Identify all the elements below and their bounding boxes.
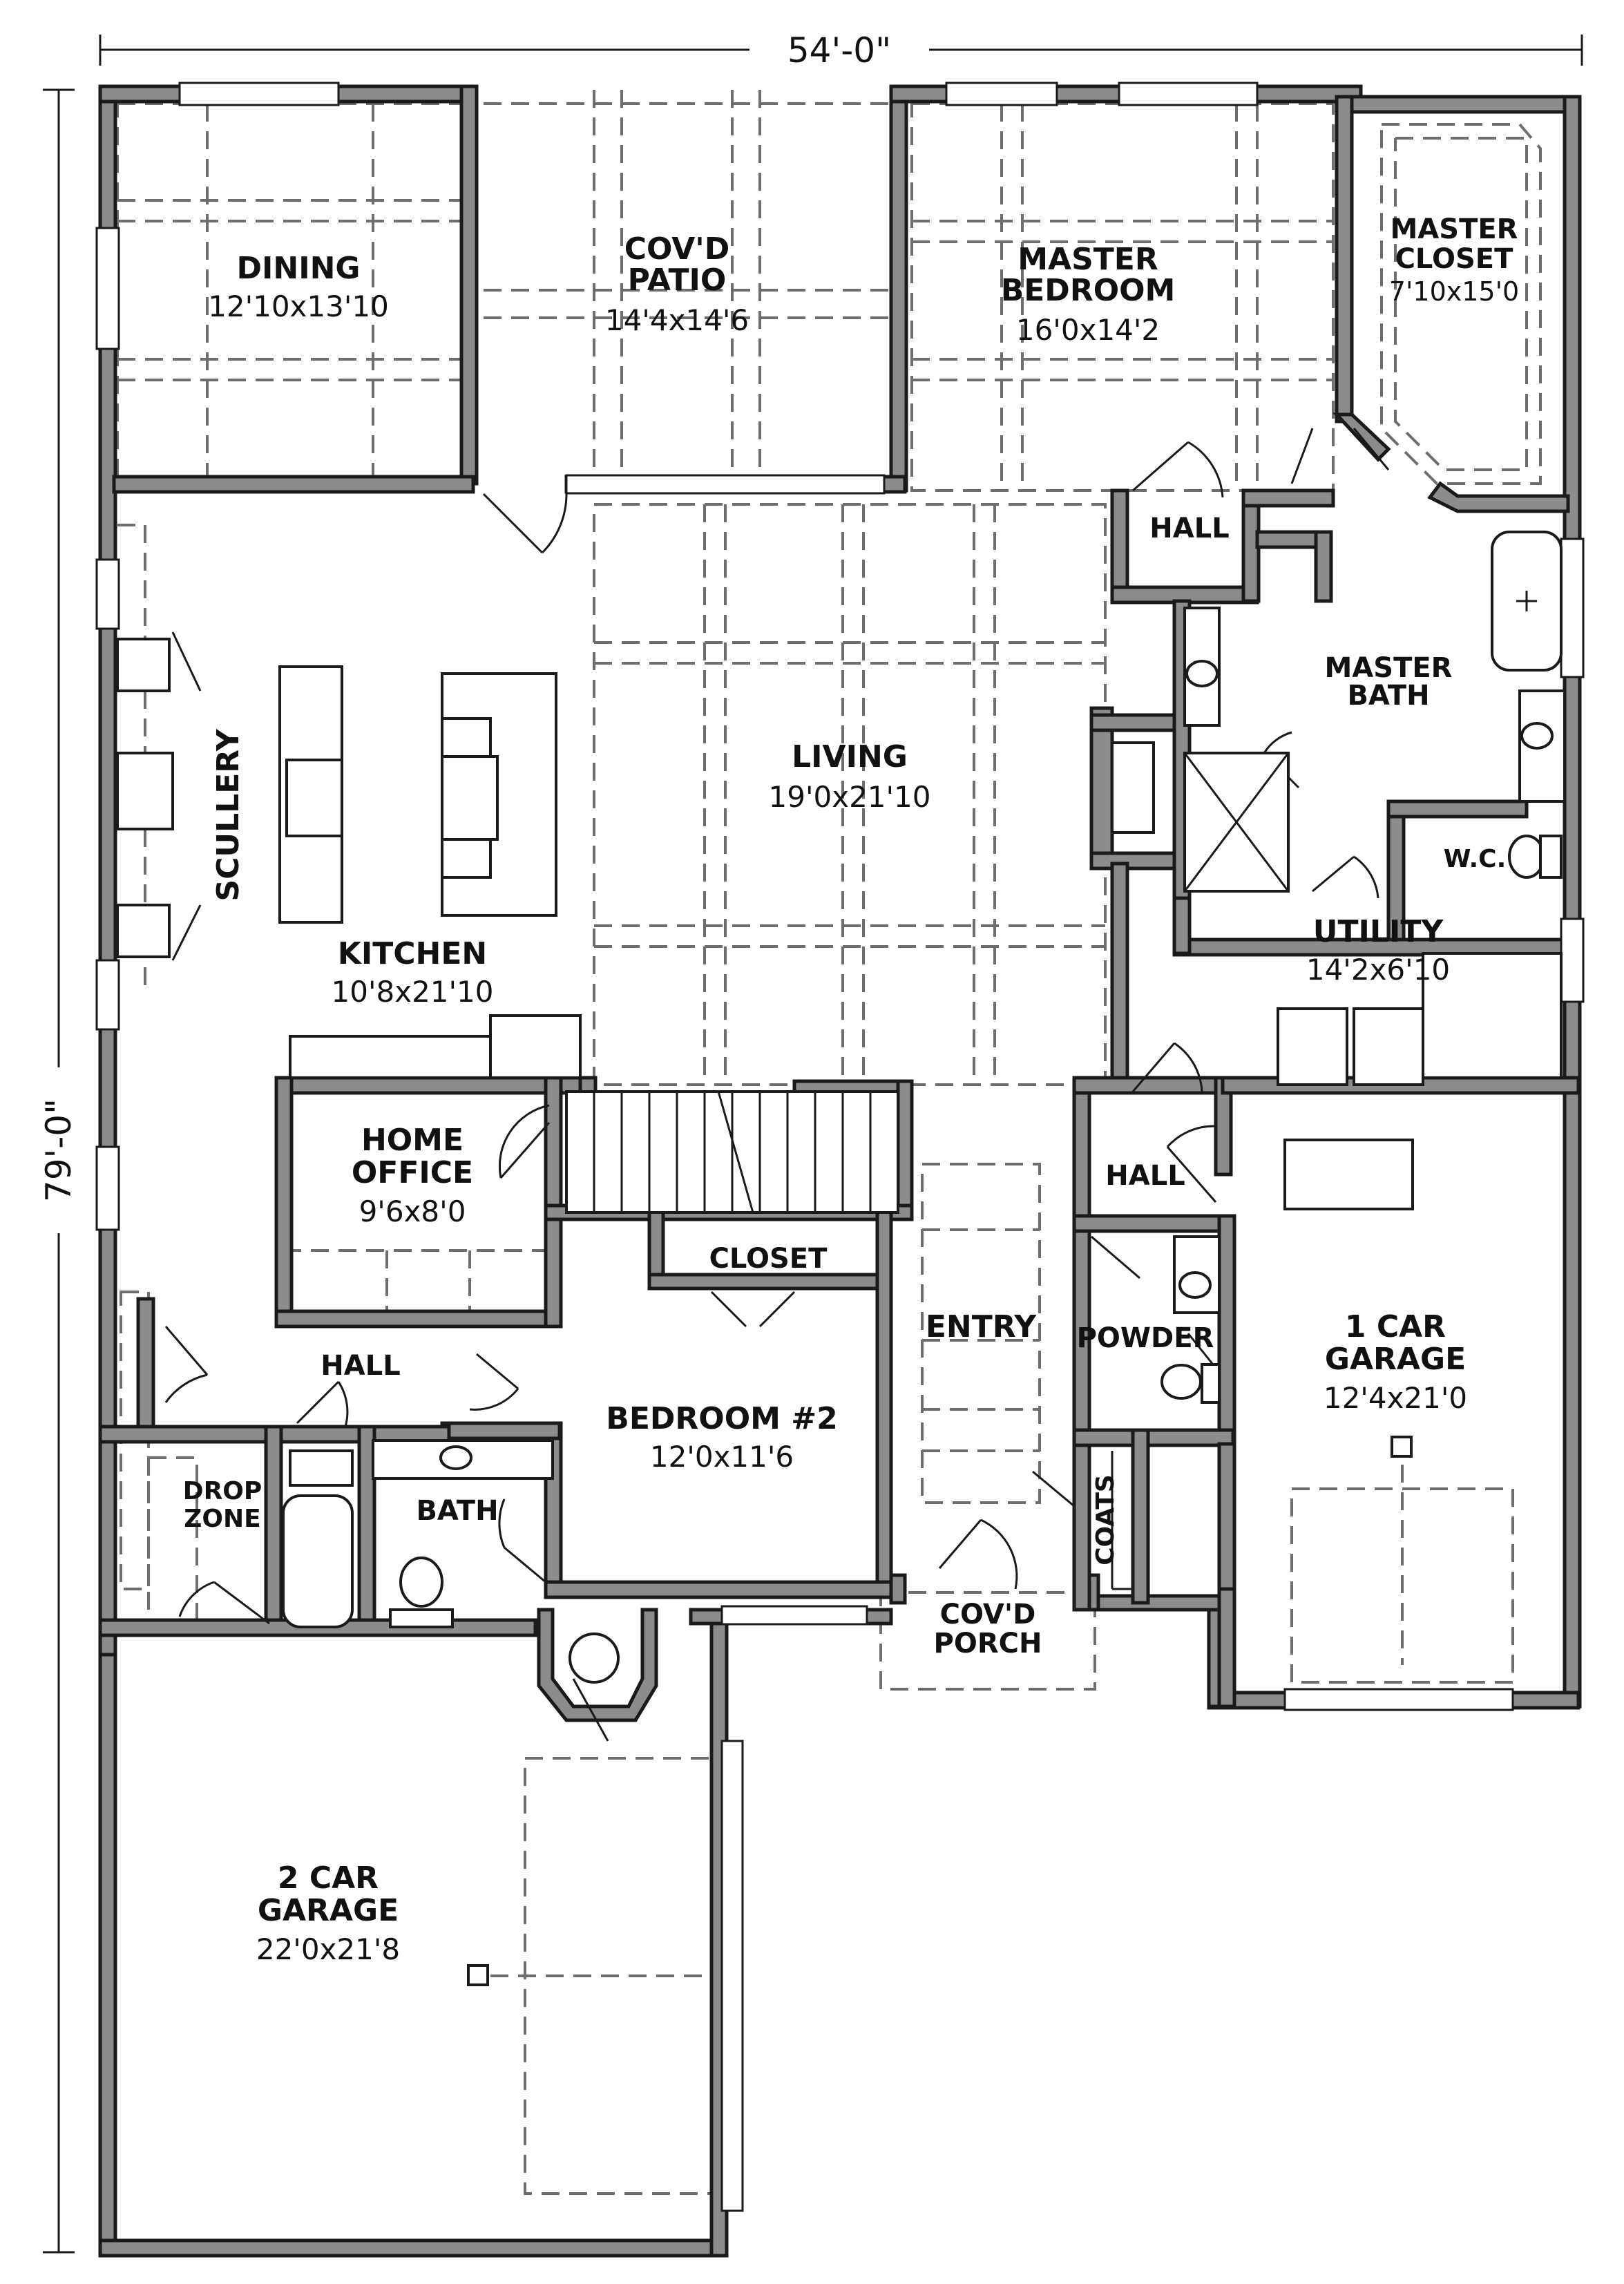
porch-label-2: PORCH [934, 1628, 1042, 1659]
master-closet-label-2: CLOSET [1395, 243, 1514, 275]
master-bedroom-label-1: MASTER [1018, 242, 1158, 277]
dimension-lines: 54'-0" 79'-0" [38, 30, 1583, 2254]
walls [98, 84, 1582, 2258]
garage1-label-2: GARAGE [1325, 1342, 1466, 1377]
doors [164, 428, 1390, 1742]
patio-label-1: COV'D [624, 231, 730, 267]
utility-label: UTILITY [1313, 914, 1444, 949]
drop-zone-label-2: ZONE [184, 1505, 260, 1533]
living-size: 19'0x21'10 [769, 780, 931, 814]
master-bath-label-1: MASTER [1325, 652, 1453, 684]
dining-label: DINING [236, 251, 360, 286]
home-office-size: 9'6x8'0 [359, 1195, 466, 1228]
windows [95, 82, 1585, 2212]
room-labels: DINING 12'10x13'10 COV'D PATIO 14'4x14'6… [183, 213, 1520, 1966]
garage2-label-1: 2 CAR [278, 1860, 379, 1896]
garage1-label-1: 1 CAR [1345, 1309, 1446, 1344]
wc-label: W.C. [1444, 845, 1507, 873]
drop-zone-label-1: DROP [183, 1477, 262, 1505]
living-label: LIVING [792, 739, 908, 774]
kitchen-size: 10'8x21'10 [332, 975, 494, 1009]
scullery-label: SCULLERY [211, 728, 246, 901]
coats-label: COATS [1091, 1474, 1120, 1566]
bath-label: BATH [416, 1495, 498, 1527]
garage2-label-2: GARAGE [258, 1893, 399, 1928]
closet-label: CLOSET [709, 1243, 828, 1275]
garage2-size: 22'0x21'8 [256, 1932, 400, 1966]
bedroom2-label: BEDROOM #2 [606, 1401, 837, 1436]
entry-label: ENTRY [926, 1309, 1037, 1344]
master-closet-label-1: MASTER [1391, 213, 1518, 245]
overall-depth-label: 79'-0" [39, 1098, 79, 1202]
porch-label-1: COV'D [940, 1599, 1036, 1630]
home-office-label-2: OFFICE [352, 1155, 473, 1190]
bedroom2-size: 12'0x11'6 [650, 1440, 794, 1474]
kitchen-label: KITCHEN [338, 936, 487, 971]
home-office-label-1: HOME [361, 1123, 464, 1158]
powder-label: POWDER [1077, 1322, 1214, 1354]
patio-label-2: PATIO [628, 263, 727, 298]
hall-garage-label: HALL [1105, 1160, 1185, 1192]
utility-size: 14'2x6'10 [1306, 953, 1450, 987]
master-bedroom-label-2: BEDROOM [1001, 273, 1176, 308]
master-bedroom-size: 16'0x14'2 [1016, 313, 1160, 347]
hall-master-label: HALL [1149, 513, 1229, 544]
dining-size: 12'10x13'10 [208, 289, 389, 323]
garage1-size: 12'4x21'0 [1324, 1381, 1467, 1415]
master-bath-label-2: BATH [1347, 680, 1429, 712]
master-closet-size: 7'10x15'0 [1389, 276, 1519, 307]
fixtures [116, 531, 1566, 1986]
patio-size: 14'4x14'6 [605, 303, 749, 337]
overall-width-label: 54'-0" [787, 30, 891, 70]
hall-lower-label: HALL [321, 1350, 400, 1382]
